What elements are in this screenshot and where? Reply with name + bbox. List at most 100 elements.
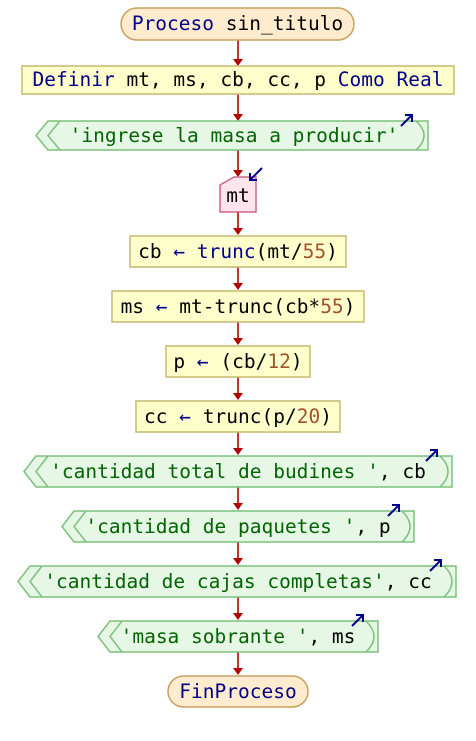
arrowhead: [233, 668, 243, 675]
output-arrow-icon: [387, 504, 400, 517]
assign-arrow: ←: [179, 405, 191, 428]
assign-target: p: [173, 350, 185, 373]
output-shape-curve: [439, 455, 449, 488]
output-shape: [97, 620, 379, 653]
end-label: FinProceso: [179, 680, 296, 703]
output-arrow-icon: [425, 449, 438, 462]
process-name: sin_titulo: [226, 12, 343, 35]
write-node-prompt[interactable]: 'ingrese la masa a producir': [35, 114, 429, 151]
paren-close: ): [320, 405, 332, 428]
number-literal: 55: [303, 240, 326, 263]
output-shape: [17, 565, 457, 598]
assign-target: ms: [121, 295, 144, 318]
input-shape: [219, 176, 257, 213]
read-var: mt: [226, 184, 249, 207]
start-label: Proceso sin_titulo: [132, 12, 343, 35]
separator: ,: [385, 570, 408, 593]
process-shape: [165, 345, 311, 378]
arrowhead: [233, 170, 243, 177]
process-shape: [111, 290, 365, 323]
write-cajas-text: 'cantidad de cajas completas', cc: [44, 570, 431, 593]
arrowhead: [233, 338, 243, 345]
output-var: ms: [332, 625, 355, 648]
expression: (cb/: [220, 350, 267, 373]
output-arrow-icon: [351, 614, 364, 627]
write-prompt-text: 'ingrese la masa a producir': [70, 124, 399, 147]
start-node[interactable]: Proceso sin_titulo: [120, 7, 355, 41]
write-masa-text: 'masa sobrante ', ms: [121, 625, 356, 648]
write-total-text: 'cantidad total de budines ', cb: [50, 460, 426, 483]
assign-arrow: ←: [156, 295, 168, 318]
output-shape: [23, 455, 453, 488]
end-keyword: FinProceso: [179, 680, 296, 703]
connectors: [233, 40, 243, 675]
define-as-keyword: Como: [338, 68, 385, 91]
write-node-total-budines[interactable]: 'cantidad total de budines ', cb: [23, 449, 453, 488]
define-node[interactable]: Definir mt, ms, cb, cc, p Como Real: [21, 65, 455, 95]
output-var: cc: [408, 570, 431, 593]
write-node-cajas[interactable]: 'cantidad de cajas completas', cc: [17, 559, 457, 598]
number-literal: 20: [297, 405, 320, 428]
terminal-shape: [120, 7, 355, 41]
paren-open: (: [256, 240, 268, 263]
assign-arrow: ←: [197, 350, 209, 373]
process-shape: [135, 400, 341, 433]
output-shape-notch: [109, 620, 123, 653]
assign-node-cb[interactable]: cb ← trunc(mt/55): [129, 235, 347, 268]
define-keyword: Definir: [33, 68, 115, 91]
string-literal: 'masa sobrante ': [121, 625, 309, 648]
output-shape: [35, 120, 429, 151]
output-arrow-icon: [429, 559, 442, 572]
arrowhead: [233, 613, 243, 620]
assign-target: cb: [138, 240, 161, 263]
output-var: p: [379, 515, 391, 538]
assign-node-p[interactable]: p ← (cb/12): [165, 345, 311, 378]
string-literal: 'cantidad de paquetes ': [85, 515, 355, 538]
terminal-shape: [167, 675, 309, 708]
write-node-masa-sobrante[interactable]: 'masa sobrante ', ms: [97, 614, 379, 653]
assign-cb-text: cb ← trunc(mt/55): [138, 240, 338, 263]
output-arrow-icon: [400, 114, 413, 127]
string-literal: 'ingrese la masa a producir': [70, 124, 399, 147]
define-vars: mt, ms, cb, cc, p: [126, 68, 326, 91]
separator: ,: [379, 460, 402, 483]
assign-cc-text: cc ← trunc(p/20): [144, 405, 332, 428]
arrowhead: [233, 393, 243, 400]
paren-close: ): [326, 240, 338, 263]
arrowhead: [233, 114, 243, 121]
write-node-paquetes[interactable]: 'cantidad de paquetes ', p: [61, 504, 415, 543]
output-shape-notch: [35, 455, 49, 488]
output-shape-curve: [401, 510, 411, 543]
arrowhead: [233, 283, 243, 290]
read-node-mt[interactable]: mt: [219, 167, 263, 213]
argument: mt/: [267, 240, 302, 263]
output-var: cb: [402, 460, 425, 483]
assign-node-ms[interactable]: ms ← mt-trunc(cb*55): [111, 290, 365, 323]
write-paquetes-text: 'cantidad de paquetes ', p: [85, 515, 390, 538]
assign-node-cc[interactable]: cc ← trunc(p/20): [135, 400, 341, 433]
arrowhead: [233, 558, 243, 565]
function-name: trunc: [197, 240, 256, 263]
number-literal: 12: [267, 350, 290, 373]
number-literal: 55: [320, 295, 343, 318]
assign-ms-text: ms ← mt-trunc(cb*55): [121, 295, 356, 318]
define-type: Real: [397, 68, 444, 91]
output-shape-notch: [47, 120, 61, 151]
expression: trunc(p/: [203, 405, 297, 428]
input-arrow-icon: [249, 167, 263, 181]
arrowhead: [233, 59, 243, 66]
assign-target: cc: [144, 405, 167, 428]
end-node[interactable]: FinProceso: [167, 675, 309, 708]
string-literal: 'cantidad de cajas completas': [44, 570, 384, 593]
paren-close: ): [344, 295, 356, 318]
string-literal: 'cantidad total de budines ': [50, 460, 379, 483]
output-shape: [61, 510, 415, 543]
separator: ,: [355, 515, 378, 538]
output-shape-curve: [443, 565, 453, 598]
output-shape-curve: [365, 620, 375, 653]
assign-p-text: p ← (cb/12): [173, 350, 302, 373]
start-keyword: Proceso: [132, 12, 214, 35]
read-var-text: mt: [226, 184, 249, 207]
output-shape-notch: [73, 510, 87, 543]
